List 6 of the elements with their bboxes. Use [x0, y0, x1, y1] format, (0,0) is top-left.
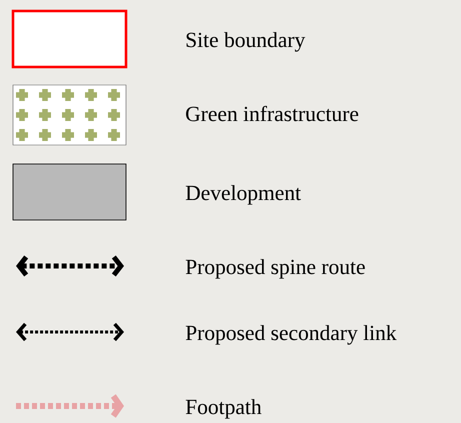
legend-text: Development [186, 185, 301, 205]
legend-text: Green infrastructure [186, 106, 358, 122]
legend-text: Proposed secondary link [186, 325, 397, 345]
legend-text: Proposed spine route [186, 259, 365, 279]
legend-text: Site boundary [186, 32, 306, 52]
legend-text: Footpath [186, 399, 262, 419]
